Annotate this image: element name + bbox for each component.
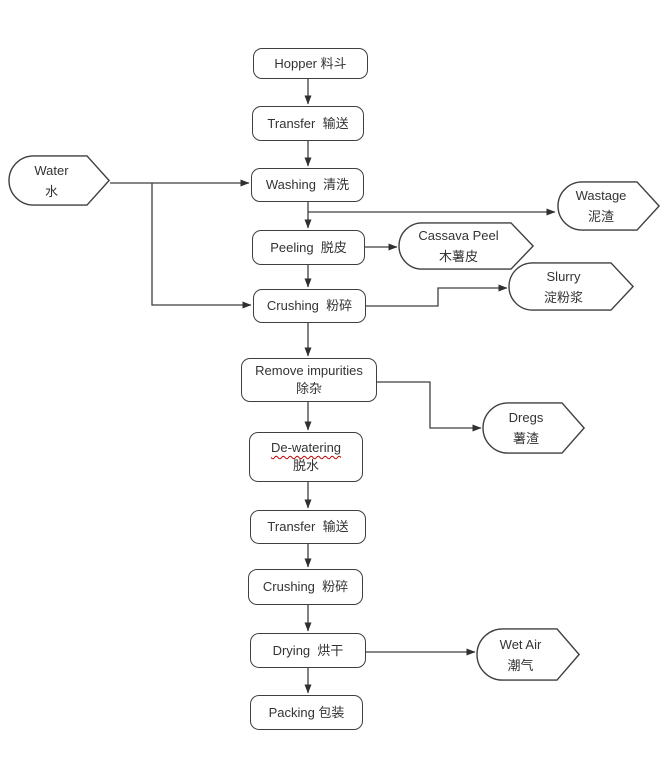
node-transfer-1-label: Transfer 输送 [267,115,349,131]
side-node-wastage-label: Wastage 泥渣 [558,181,644,231]
connector-water-crushing1 [151,183,252,309]
pointed-shape [8,155,111,206]
node-hopper: Hopper 料斗 [253,48,368,79]
side-node-wet-air: Wet Air 潮气 [476,628,581,681]
side-node-dregs-line1: Dregs [508,410,544,425]
node-crushing-1: Crushing 粉碎 [253,289,366,323]
side-node-wet-air-line1: Wet Air [499,636,542,652]
node-dewatering-line1: De-watering [270,440,342,455]
side-node-slurry: Slurry 淀粉浆 [508,262,635,311]
node-drying: Drying 烘干 [250,633,366,668]
node-peeling-label: Peeling 脱皮 [270,239,347,255]
side-node-dregs-label: Dregs 薯渣 [483,402,569,454]
node-washing: Washing 清洗 [251,168,364,202]
side-node-water-line1: Water [34,162,69,178]
node-dewatering-line2: 脱水 [292,458,319,473]
side-node-cassava-peel: Cassava Peel 木薯皮 [398,222,535,270]
node-remove-impurities-line2: 除杂 [295,381,322,396]
side-node-wet-air-label: Wet Air 潮气 [477,628,564,681]
side-node-dregs-line2: 薯渣 [512,431,539,446]
node-transfer-2: Transfer 输送 [250,510,366,544]
node-remove-impurities-line1: Remove impurities [255,363,363,378]
node-drying-label: Drying 烘干 [272,642,344,658]
connector-remove-impurities-dregs [377,381,482,432]
pointed-shape [557,181,661,231]
side-node-wastage-line2: 泥渣 [587,209,614,224]
side-node-cassava-peel-line1: Cassava Peel [418,228,499,243]
side-node-cassava-peel-label: Cassava Peel 木薯皮 [399,222,518,270]
node-hopper-label: Hopper 料斗 [274,55,347,71]
node-remove-impurities: Remove impurities 除杂 [241,358,377,402]
side-node-cassava-peel-line2: 木薯皮 [438,249,478,264]
pointed-shape [398,222,535,270]
side-node-slurry-line2: 淀粉浆 [543,289,583,305]
node-packing-label: Packing 包装 [268,704,345,720]
side-node-water-label: Water 水 [9,155,94,206]
side-node-water: Water 水 [8,155,111,206]
node-dewatering: De-watering 脱水 [249,432,363,482]
node-packing: Packing 包装 [250,695,363,730]
node-peeling: Peeling 脱皮 [252,230,365,265]
node-crushing-2: Crushing 粉碎 [248,569,363,605]
pointed-shape [508,262,635,311]
node-crushing-1-label: Crushing 粉碎 [266,298,353,313]
node-washing-label: Washing 清洗 [265,177,350,192]
node-transfer-1: Transfer 输送 [252,106,364,141]
side-node-slurry-line1: Slurry [546,268,581,284]
node-transfer-2-label: Transfer 输送 [267,519,349,534]
connector-crushing1-slurry [366,284,508,307]
side-node-wet-air-line2: 潮气 [507,657,534,673]
side-node-wastage-line1: Wastage [575,188,627,203]
side-node-dregs: Dregs 薯渣 [482,402,586,454]
side-node-water-line2: 水 [44,183,58,199]
side-node-wastage: Wastage 泥渣 [557,181,661,231]
node-crushing-2-label: Crushing 粉碎 [262,579,349,594]
pointed-shape [482,402,586,454]
side-node-slurry-label: Slurry 淀粉浆 [509,262,618,311]
pointed-shape [476,628,581,681]
